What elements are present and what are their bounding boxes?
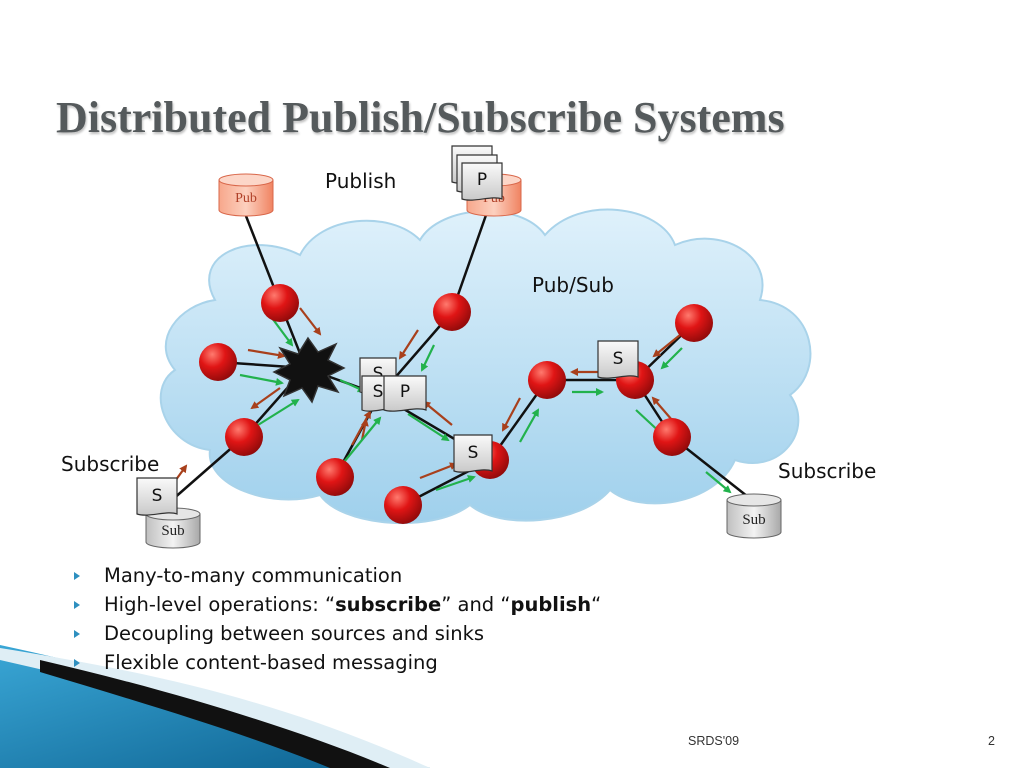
broker-node xyxy=(433,293,471,331)
broker-node xyxy=(225,418,263,456)
message-doc-label: S xyxy=(373,382,384,402)
broker-node xyxy=(384,486,422,524)
message-doc-label: P xyxy=(477,170,487,190)
message-doc-center-stack: S S P xyxy=(359,357,427,412)
bullet-text-post: “ xyxy=(591,593,602,616)
message-doc-label: S xyxy=(373,364,384,384)
broker-node xyxy=(199,343,237,381)
broker-node xyxy=(675,304,713,342)
bullet-text: Flexible content-based messaging xyxy=(104,651,438,674)
footer-page-number: 2 xyxy=(988,734,995,748)
sub-db-label: Sub xyxy=(161,523,184,539)
broker-node xyxy=(261,284,299,322)
subscription-arrows xyxy=(169,307,681,489)
message-doc-label: S xyxy=(468,443,479,463)
slide-title: Distributed Publish/Subscribe Systems xyxy=(56,93,785,142)
broker-node xyxy=(316,458,354,496)
bullet-text-pre: High-level operations: “ xyxy=(104,593,336,616)
failed-broker-icon xyxy=(272,336,346,404)
message-doc-left: S xyxy=(136,477,178,516)
message-doc-right: S xyxy=(597,340,639,379)
subscribe-label-left: Subscribe xyxy=(61,452,159,476)
bullet-text: Many-to-many communication xyxy=(104,564,403,587)
bullet-bold-publish: publish xyxy=(510,593,592,616)
sub-db-label: Sub xyxy=(742,512,765,528)
bullet-arrow-icon xyxy=(74,630,80,638)
bullet-arrow-icon xyxy=(74,572,80,580)
bullet-list: Many-to-many communication High-level op… xyxy=(74,561,601,677)
message-doc-label: P xyxy=(400,382,410,402)
message-doc-label: S xyxy=(613,349,624,369)
message-doc-label: S xyxy=(152,486,163,506)
subscriber-database-right: Sub xyxy=(726,493,782,539)
cloud-label: Pub/Sub xyxy=(532,273,614,297)
bullet-item: Flexible content-based messaging xyxy=(74,648,601,677)
bullet-text: Decoupling between sources and sinks xyxy=(104,622,485,645)
bullet-bold-subscribe: subscribe xyxy=(335,593,442,616)
pubsub-cloud xyxy=(159,208,812,525)
broker-node xyxy=(528,361,566,399)
bullet-item: Decoupling between sources and sinks xyxy=(74,619,601,648)
broker-node xyxy=(653,418,691,456)
publish-label: Publish xyxy=(325,169,396,193)
bullet-text-mid: ” and “ xyxy=(441,593,511,616)
publisher-database-left: Pub xyxy=(218,173,274,217)
pub-db-label: Pub xyxy=(235,191,257,206)
bullet-item: High-level operations: “subscribe” and “… xyxy=(74,590,601,619)
message-doc-publish-stack: P P P xyxy=(451,145,503,201)
bullet-item: Many-to-many communication xyxy=(74,561,601,590)
footer-venue: SRDS'09 xyxy=(688,734,740,748)
subscribe-label-right: Subscribe xyxy=(778,459,876,483)
bullet-arrow-icon xyxy=(74,659,80,667)
bullet-arrow-icon xyxy=(74,601,80,609)
message-doc-mid: S xyxy=(453,434,493,473)
